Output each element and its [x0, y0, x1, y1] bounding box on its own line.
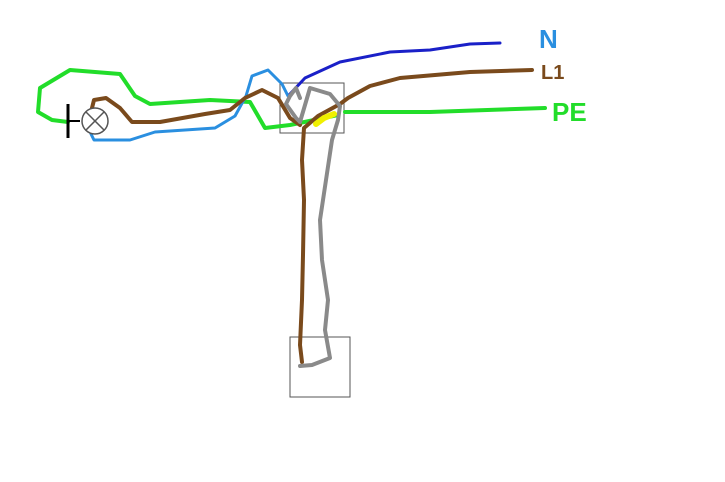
neutral-wire — [288, 41, 502, 96]
label-protective-earth: PE — [552, 97, 587, 127]
junction-box — [279, 82, 345, 134]
lamp-neutral-wire — [89, 68, 290, 142]
joint-highlight — [313, 111, 337, 127]
pe-wire — [36, 68, 547, 130]
switch-box — [289, 336, 351, 398]
label-line: L1 — [541, 62, 564, 84]
label-neutral: N — [539, 24, 558, 54]
line-wire — [90, 68, 534, 364]
switch-wire — [284, 86, 342, 368]
lamp-cross-circle-icon — [66, 104, 109, 138]
